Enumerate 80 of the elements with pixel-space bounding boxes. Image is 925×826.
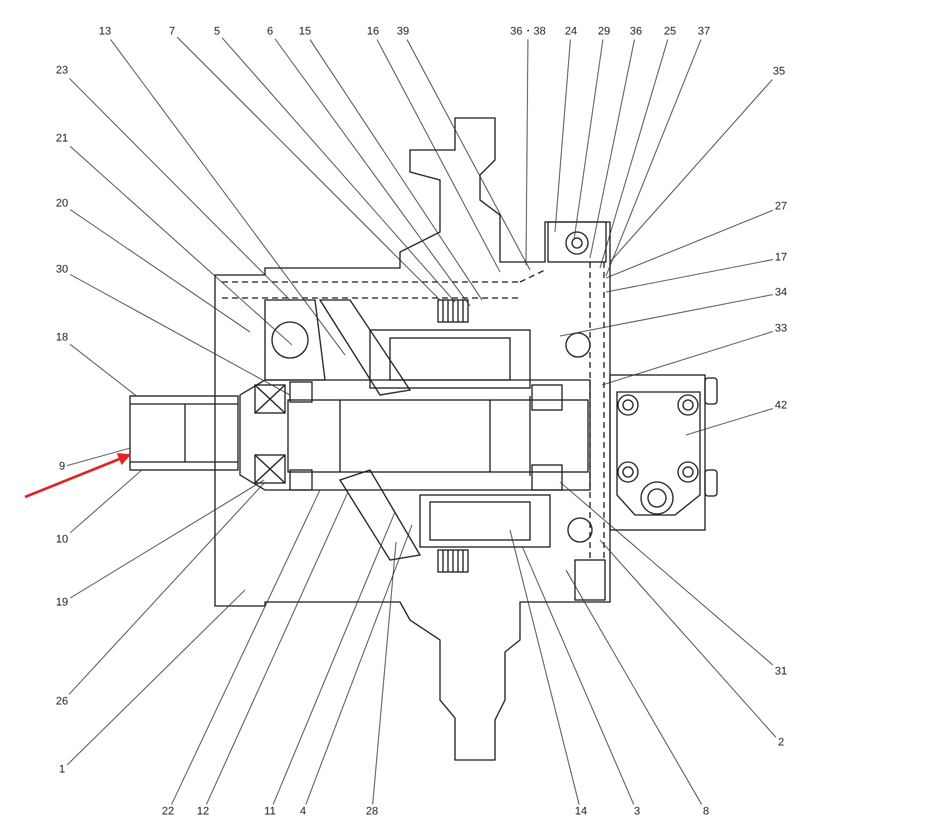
- callout-number: 19: [56, 598, 68, 608]
- leader-line: [70, 480, 264, 598]
- callout-number: 14: [574, 806, 588, 818]
- leader-line: [372, 542, 396, 805]
- callout-number: 9: [58, 462, 66, 472]
- leader-line: [590, 39, 635, 258]
- callout-number: 34: [774, 288, 788, 298]
- callout-number: 23: [56, 66, 68, 76]
- callout-number: 6: [266, 26, 274, 38]
- leader-line: [70, 209, 250, 332]
- callout-number: 25: [664, 26, 676, 38]
- callout-number: 20: [56, 198, 68, 210]
- callout-number: 16: [366, 26, 380, 38]
- callout-number: 4: [300, 806, 306, 818]
- callout-number: 3: [634, 806, 640, 818]
- leader-line: [606, 39, 702, 276]
- leader-line: [406, 39, 530, 270]
- callout-number: 11: [264, 806, 276, 818]
- pointer-arrow: [24, 453, 132, 498]
- callout-number: 35: [772, 66, 786, 78]
- callout-number: 42: [774, 400, 788, 412]
- callout-number: 17: [774, 252, 788, 264]
- leader-line: [574, 39, 604, 240]
- leader-line: [171, 490, 320, 805]
- leader-line: [610, 79, 773, 262]
- callout-number: 33: [774, 324, 788, 334]
- leader-line: [70, 344, 137, 396]
- leader-line: [310, 39, 482, 300]
- callout-number: 27: [774, 202, 788, 212]
- leader-line: [522, 546, 634, 805]
- callout-number: 31: [774, 666, 788, 678]
- leader-line: [554, 39, 571, 232]
- callout-number: 28: [366, 806, 378, 818]
- leader-line: [274, 38, 470, 306]
- leader-line: [526, 39, 528, 266]
- callout-number: 36・38: [510, 26, 546, 38]
- callout-number: 37: [698, 26, 710, 38]
- leader-line: [376, 39, 500, 272]
- shaft-coupling-drawing: [129, 395, 239, 471]
- callout-number: 22: [162, 806, 174, 818]
- leader-line: [600, 39, 668, 268]
- leader-line: [602, 331, 774, 386]
- leader-line: [176, 36, 440, 300]
- leader-line: [566, 570, 702, 805]
- callout-number: 39: [396, 26, 410, 38]
- callout-number: 30: [56, 264, 68, 276]
- leader-line: [560, 294, 774, 336]
- leader-line: [560, 482, 774, 666]
- callout-number: 7: [168, 26, 176, 38]
- leader-line: [70, 274, 290, 396]
- leader-line: [69, 78, 290, 300]
- callout-number: 29: [598, 26, 610, 38]
- leader-line: [68, 482, 266, 695]
- callout-number: 26: [56, 696, 68, 708]
- callout-number: 21: [56, 134, 68, 144]
- leader-line: [70, 470, 142, 534]
- callout-number: 24: [564, 26, 578, 38]
- callout-number: 13: [98, 26, 112, 38]
- callout-number: 10: [56, 534, 68, 546]
- leader-line: [222, 37, 456, 302]
- callout-number: 8: [702, 806, 710, 818]
- callout-number: 1: [58, 764, 66, 776]
- leader-line: [206, 492, 348, 805]
- leader-line: [510, 530, 580, 805]
- leader-line: [66, 590, 246, 766]
- leader-line: [600, 540, 776, 738]
- leader-line: [606, 210, 774, 278]
- callout-number: 5: [214, 26, 220, 38]
- callout-number: 12: [196, 806, 210, 818]
- leader-line: [272, 512, 396, 805]
- callout-number: 15: [298, 26, 312, 38]
- leader-line: [110, 39, 346, 356]
- leader-line: [305, 524, 412, 805]
- callout-number: 18: [56, 332, 68, 344]
- leader-line: [70, 146, 292, 346]
- leader-line: [686, 408, 774, 436]
- leader-line: [606, 259, 774, 292]
- callout-number: 36: [630, 26, 642, 38]
- leader-line: [66, 448, 130, 466]
- callout-number: 2: [778, 738, 784, 748]
